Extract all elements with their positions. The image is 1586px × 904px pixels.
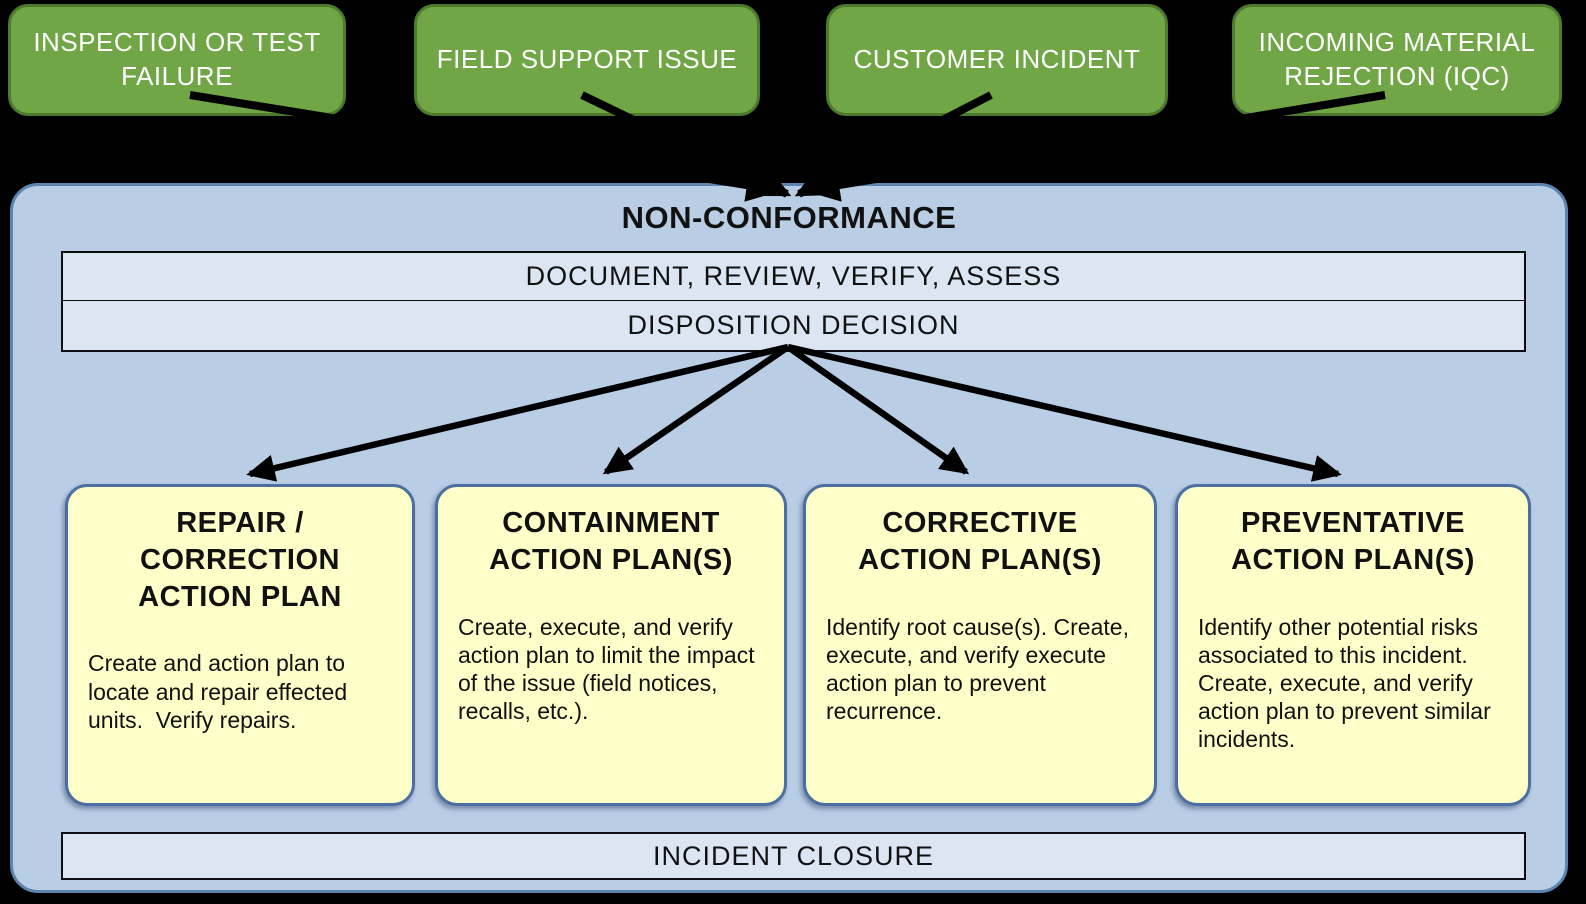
non-conformance-container: NON-CONFORMANCE DOCUMENT, REVIEW, VERIFY… xyxy=(10,183,1568,893)
plan-body: Create and action plan to locate and rep… xyxy=(88,650,354,733)
source-box-customer-incident: CUSTOMER INCIDENT xyxy=(826,4,1168,116)
non-conformance-title: NON-CONFORMANCE xyxy=(621,200,957,235)
source-label: CUSTOMER INCIDENT xyxy=(853,44,1141,75)
plan-title: REPAIR / CORRECTION ACTION PLAN xyxy=(138,507,342,613)
plan-title: CORRECTIVE ACTION PLAN(S) xyxy=(858,507,1102,576)
source-label: INCOMING MATERIAL REJECTION (IQC) xyxy=(1258,27,1536,91)
plan-box-corrective: CORRECTIVE ACTION PLAN(S) Identify root … xyxy=(803,484,1157,806)
source-label: INSPECTION OR TEST FAILURE xyxy=(33,27,321,91)
step-disposition-decision: DISPOSITION DECISION xyxy=(61,300,1526,352)
source-box-inspection-test-failure: INSPECTION OR TEST FAILURE xyxy=(8,4,346,116)
source-box-incoming-material-rejection: INCOMING MATERIAL REJECTION (IQC) xyxy=(1232,4,1562,116)
source-box-field-support-issue: FIELD SUPPORT ISSUE xyxy=(414,4,760,116)
source-label: FIELD SUPPORT ISSUE xyxy=(436,44,738,75)
step-document-review-verify-assess: DOCUMENT, REVIEW, VERIFY, ASSESS xyxy=(61,251,1526,301)
plan-body: Identify other potential risks associate… xyxy=(1198,613,1498,752)
plan-box-preventative: PREVENTATIVE ACTION PLAN(S) Identify oth… xyxy=(1175,484,1531,806)
step-incident-closure: INCIDENT CLOSURE xyxy=(61,832,1526,880)
plan-title: PREVENTATIVE ACTION PLAN(S) xyxy=(1231,507,1475,576)
plan-title: CONTAINMENT ACTION PLAN(S) xyxy=(489,507,733,576)
plan-body: Create, execute, and verify action plan … xyxy=(458,613,761,724)
plan-box-repair-correction: REPAIR / CORRECTION ACTION PLAN Create a… xyxy=(65,484,415,806)
plan-body: Identify root cause(s). Create, execute,… xyxy=(826,613,1136,724)
plan-box-containment: CONTAINMENT ACTION PLAN(S) Create, execu… xyxy=(435,484,787,806)
